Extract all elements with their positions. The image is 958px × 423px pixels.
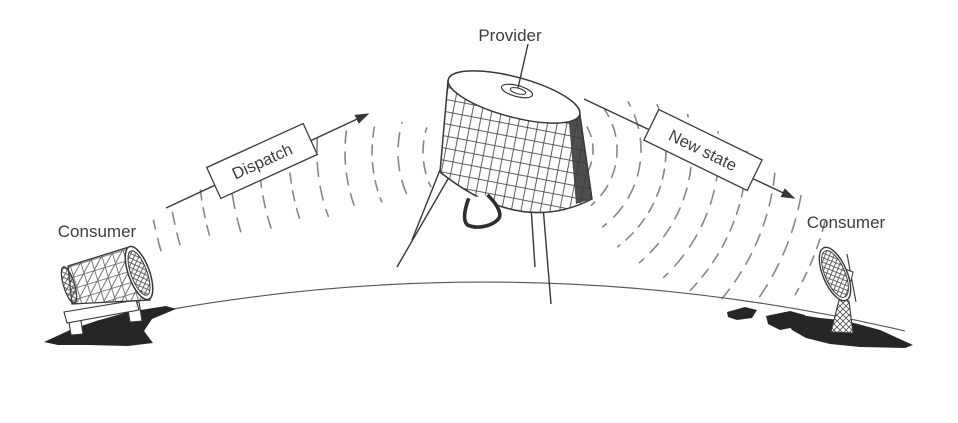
- earth-horizon-curve: [166, 281, 906, 332]
- wavefront-arc: [344, 123, 357, 211]
- satellite-top-face: [447, 70, 581, 124]
- wavefront-arc: [689, 149, 748, 292]
- satellite-leg-left-long: [396, 171, 453, 268]
- wavefront-arc: [602, 101, 642, 228]
- satellite-shaded-edge: [568, 111, 592, 204]
- satellite-hub-inner: [509, 87, 527, 95]
- wavefront-arc: [397, 121, 408, 195]
- consumer-dish-right: [818, 246, 857, 334]
- wavefront-arc: [316, 131, 330, 218]
- wavefront-arc: [757, 189, 803, 300]
- horn-aperture-mesh: [127, 250, 151, 296]
- consumer-right-label: Consumer: [807, 213, 886, 232]
- consumer-left-label: Consumer: [58, 222, 137, 241]
- consumer-antenna-left: [60, 245, 154, 336]
- wavefront-arc: [590, 108, 618, 206]
- provider-label: Provider: [478, 26, 542, 45]
- wavefront-arc: [579, 125, 594, 183]
- dispatch-arrow: Dispatch: [165, 113, 370, 209]
- new-state-label-box: New state: [642, 108, 764, 192]
- dish-reflector-mesh: [821, 250, 849, 298]
- provider-satellite: [396, 43, 593, 305]
- wavefront-arc: [371, 119, 383, 203]
- satellite-leg-left-short: [411, 169, 441, 241]
- new-state-label-border: [642, 108, 764, 192]
- dish-mast-lattice: [831, 300, 853, 333]
- satellite-nozzle: [462, 193, 502, 229]
- new-state-arrow: New state: [583, 98, 796, 199]
- ground-patch-left: [44, 306, 176, 346]
- ground-islet-right-1: [727, 307, 757, 320]
- wavefront-arc: [170, 204, 182, 249]
- wavefront-arc: [794, 214, 828, 296]
- horn-small-end: [60, 266, 78, 304]
- wavefront-arc: [199, 188, 213, 243]
- wavefront-arc: [721, 169, 776, 300]
- dispatch-label-border: [205, 122, 319, 200]
- horn-stand-bar: [63, 299, 140, 324]
- wavefront-arc: [422, 127, 432, 188]
- satellite-antenna-rod: [517, 43, 529, 89]
- wavefront-arc: [152, 219, 162, 252]
